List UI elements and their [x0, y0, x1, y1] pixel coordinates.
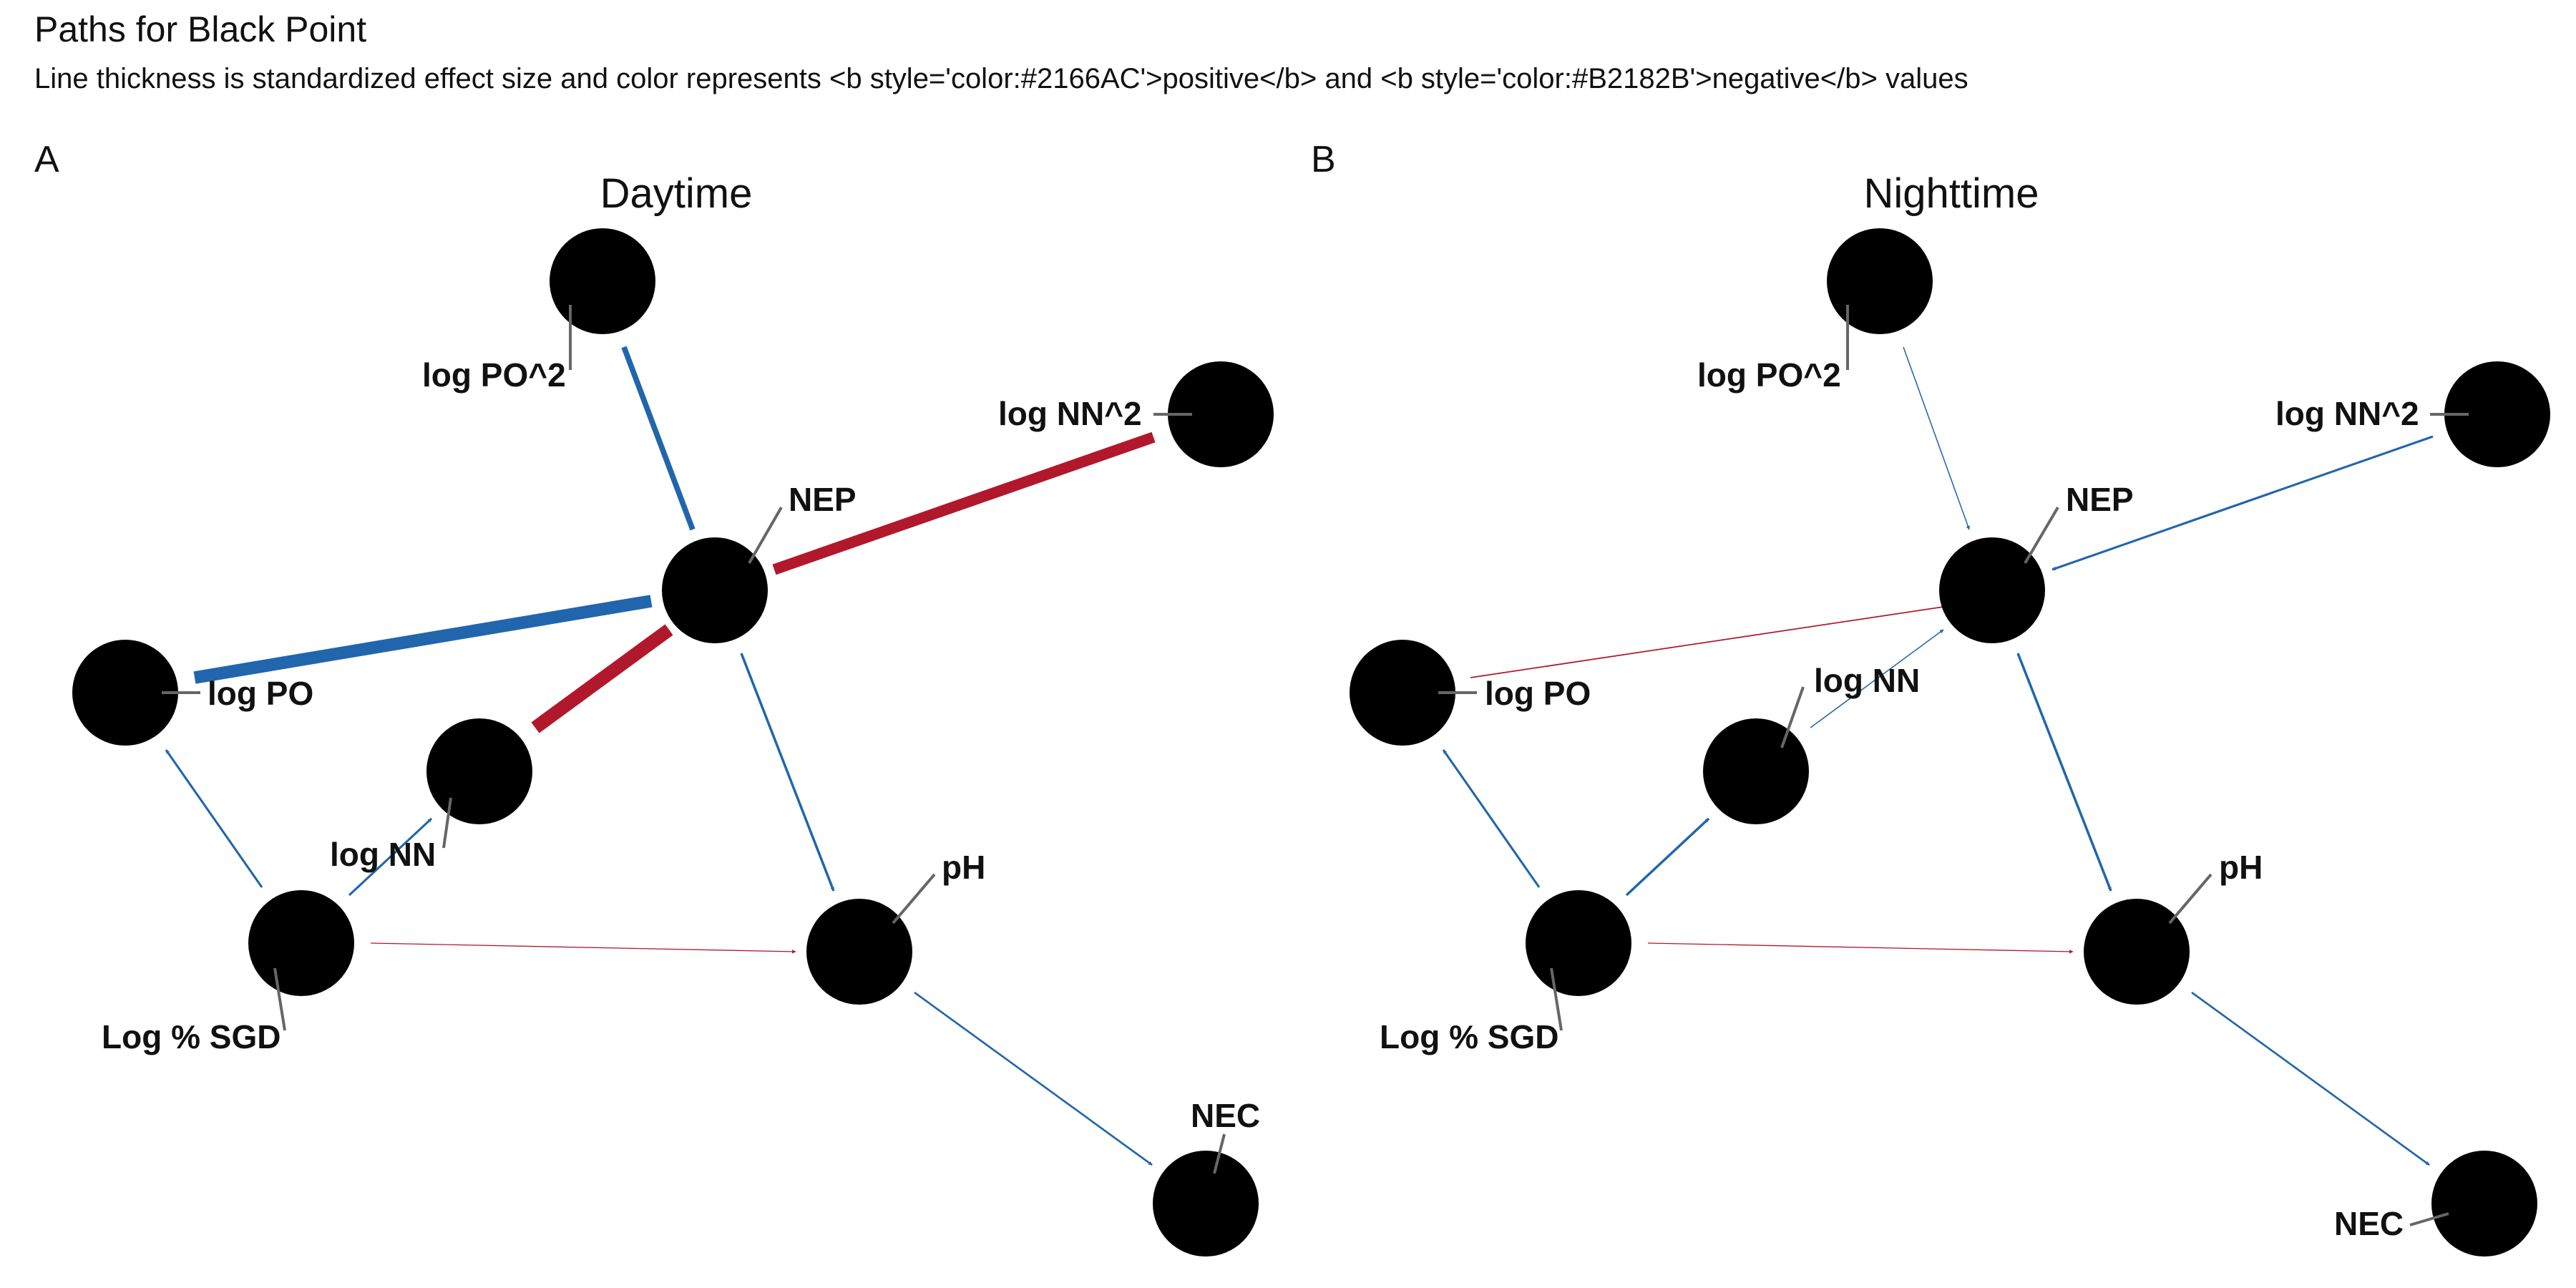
path-ph-to-nec — [914, 991, 1153, 1166]
node-sgd-label: Log % SGD — [102, 1018, 280, 1055]
path-nep-to-ph — [740, 653, 835, 892]
panel-letter: B — [1311, 139, 1336, 180]
path-po-to-nep — [1470, 605, 1949, 678]
node-nec — [2431, 1151, 2537, 1257]
node-sgd-leader — [1550, 967, 1563, 1031]
path-nn2-to-nep — [2051, 435, 2434, 571]
node-ph — [2084, 899, 2190, 1005]
node-nep — [662, 537, 768, 643]
node-sgd-label: Log % SGD — [1380, 1018, 1558, 1055]
node-po2 — [550, 228, 655, 334]
panel-letter: A — [34, 139, 59, 180]
node-nn-label: log NN — [330, 836, 436, 873]
path-po2-to-nep — [621, 346, 696, 531]
node-po-label: log PO — [1485, 675, 1591, 712]
node-nec-label: NEC — [1191, 1097, 1260, 1134]
node-nn-leader — [442, 797, 452, 849]
node-ph — [806, 899, 912, 1005]
node-po-label: log PO — [208, 675, 313, 712]
node-ph-leader — [892, 873, 936, 924]
node-nn2-label: log NN^2 — [998, 395, 1142, 432]
path-sgd-to-ph — [370, 942, 796, 954]
node-nn-leader — [1780, 686, 1805, 748]
path-sgd-to-po — [165, 749, 263, 888]
node-nec-leader — [1213, 1133, 1226, 1174]
node-nep — [1939, 537, 2045, 643]
node-nn2 — [1168, 361, 1274, 467]
panel-title: Daytime — [600, 170, 753, 217]
path-sgd-to-po — [1442, 749, 1541, 888]
node-nn2 — [2444, 361, 2550, 467]
path-sgd-to-nn — [348, 817, 433, 897]
path-po-to-nep — [193, 595, 653, 684]
path-ph-to-nec — [2191, 991, 2430, 1166]
node-nec-label: NEC — [2334, 1205, 2404, 1242]
node-nep-leader — [748, 507, 783, 564]
path-nep-to-ph — [2016, 653, 2112, 892]
path-nn2-to-nep — [772, 431, 1156, 575]
node-nec — [1153, 1151, 1259, 1257]
node-nep-leader — [2024, 506, 2059, 565]
node-sgd — [248, 890, 354, 996]
node-nec-leader — [2409, 1212, 2449, 1226]
node-sgd-leader — [273, 967, 286, 1031]
node-nep-label: NEP — [789, 481, 857, 518]
node-po — [72, 640, 178, 746]
path-nn-to-nep — [531, 624, 673, 733]
path-sgd-to-ph — [1647, 942, 2074, 954]
panel-title: Nighttime — [1864, 170, 2039, 217]
node-po2 — [1827, 228, 1933, 334]
node-nn — [426, 718, 532, 824]
node-ph-label: pH — [2219, 849, 2263, 886]
node-nn2-label: log NN^2 — [2275, 395, 2419, 432]
path-nn-to-nep — [1810, 629, 1944, 728]
path-po2-to-nep — [1903, 346, 1970, 530]
node-nn-label: log NN — [1814, 662, 1920, 699]
node-ph-leader — [2168, 873, 2212, 924]
node-sgd — [1526, 890, 1631, 996]
page-subtitle: Line thickness is standardized effect si… — [34, 63, 1968, 94]
page-title: Paths for Black Point — [34, 9, 367, 49]
node-po — [1350, 640, 1455, 746]
node-po2-label: log PO^2 — [422, 356, 566, 394]
node-po2-label: log PO^2 — [1697, 356, 1841, 394]
node-ph-label: pH — [942, 849, 985, 886]
node-nep-label: NEP — [2066, 481, 2134, 518]
path-sgd-to-nn — [1625, 817, 1710, 897]
node-nn — [1703, 718, 1809, 824]
